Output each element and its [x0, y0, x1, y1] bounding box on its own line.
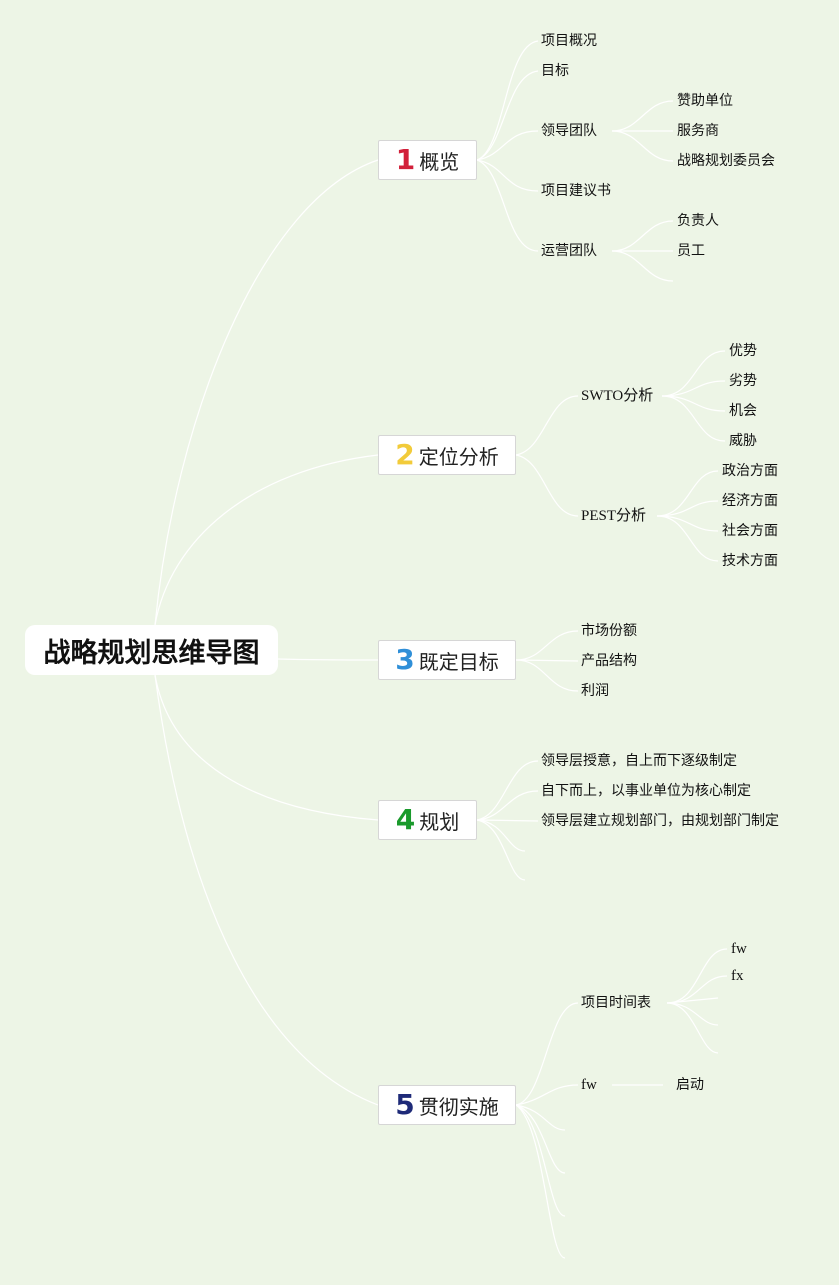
node-pest[interactable]: PEST分析 [581, 508, 647, 524]
branch-planning-label: 规划 [419, 809, 460, 834]
node-opportunity[interactable]: 机会 [729, 403, 757, 419]
node-social[interactable]: 社会方面 [722, 523, 778, 539]
node-profit[interactable]: 利润 [581, 683, 609, 699]
branch-overview[interactable]: 1 概览 [378, 140, 477, 180]
node-product-structure[interactable]: 产品结构 [581, 653, 637, 669]
number-4-icon: 4 [395, 803, 416, 836]
node-ops-team[interactable]: 运营团队 [541, 243, 597, 259]
branch-planning[interactable]: 4 规划 [378, 800, 477, 840]
root-node[interactable]: 战略规划思维导图 [25, 625, 278, 675]
node-lead-team[interactable]: 领导团队 [541, 123, 597, 139]
node-provider[interactable]: 服务商 [677, 123, 719, 139]
node-political[interactable]: 政治方面 [722, 463, 778, 479]
branch-targets[interactable]: 3 既定目标 [378, 640, 516, 680]
node-fw-b[interactable]: fw [581, 1077, 597, 1093]
node-tech[interactable]: 技术方面 [722, 553, 778, 569]
node-fw-a[interactable]: fw [731, 941, 747, 957]
branch-targets-label: 既定目标 [418, 649, 499, 674]
node-bottom-up[interactable]: 自下而上，以事业单位为核心制定 [541, 783, 751, 799]
node-top-down[interactable]: 领导层授意，自上而下逐级制定 [541, 753, 737, 769]
branch-positioning[interactable]: 2 定位分析 [378, 435, 516, 475]
node-timeline[interactable]: 项目时间表 [581, 995, 651, 1011]
node-sponsor[interactable]: 赞助单位 [677, 93, 733, 109]
node-start[interactable]: 启动 [676, 1077, 704, 1093]
node-project-summary[interactable]: 项目概况 [541, 33, 597, 49]
node-goal[interactable]: 目标 [541, 63, 569, 79]
number-1-icon: 1 [395, 143, 416, 176]
node-planning-dept[interactable]: 领导层建立规划部门，由规划部门制定 [541, 813, 779, 829]
node-economic[interactable]: 经济方面 [722, 493, 778, 509]
root-title: 战略规划思维导图 [43, 637, 260, 669]
node-proposal[interactable]: 项目建议书 [541, 183, 611, 199]
branch-execution[interactable]: 5 贯彻实施 [378, 1085, 516, 1125]
node-fx[interactable]: fx [731, 968, 744, 984]
node-threat[interactable]: 威胁 [729, 433, 757, 449]
node-swot[interactable]: SWTO分析 [581, 388, 654, 404]
branch-execution-label: 贯彻实施 [418, 1094, 499, 1119]
number-5-icon: 5 [395, 1088, 415, 1121]
node-committee[interactable]: 战略规划委员会 [677, 153, 775, 169]
number-3-icon: 3 [395, 643, 415, 676]
number-2-icon: 2 [395, 438, 415, 471]
branch-positioning-label: 定位分析 [418, 444, 499, 469]
node-strength[interactable]: 优势 [729, 343, 757, 359]
node-owner[interactable]: 负责人 [677, 213, 719, 229]
node-weakness[interactable]: 劣势 [729, 373, 757, 389]
branch-overview-label: 概览 [419, 149, 460, 174]
node-market-share[interactable]: 市场份额 [581, 623, 637, 639]
node-staff[interactable]: 员工 [677, 243, 705, 259]
